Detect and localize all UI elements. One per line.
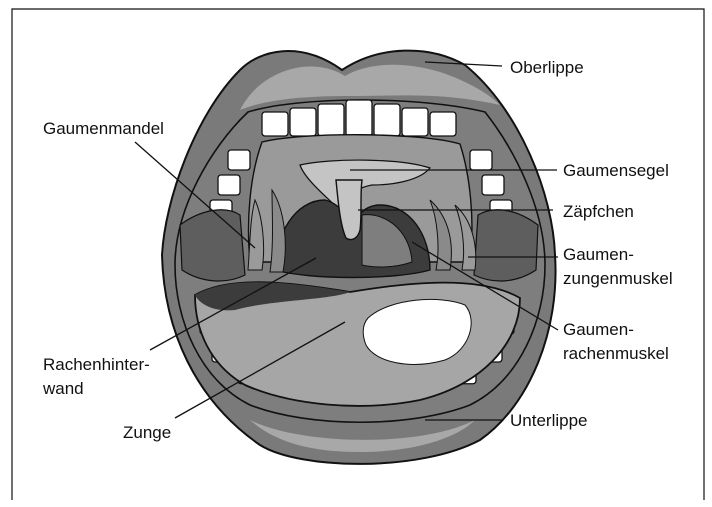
upper-tooth <box>262 112 288 136</box>
label-rachenhinterwand-2: wand <box>42 379 84 398</box>
label-gaumenmandel: Gaumenmandel <box>43 119 164 138</box>
label-gaumenrachenmuskel-1: Gaumen- <box>563 320 634 339</box>
label-rachenhinterwand-1: Rachenhinter- <box>43 355 150 374</box>
label-zaepfchen: Zäpfchen <box>563 202 634 221</box>
label-unterlippe: Unterlippe <box>510 411 588 430</box>
upper-tooth <box>482 175 504 195</box>
label-gaumensegel: Gaumensegel <box>563 161 669 180</box>
label-oberlippe: Oberlippe <box>510 58 584 77</box>
upper-tooth <box>228 150 250 170</box>
label-gaumenrachenmuskel-2: rachenmuskel <box>563 344 669 363</box>
upper-tooth <box>374 104 400 136</box>
upper-tooth <box>218 175 240 195</box>
label-zunge: Zunge <box>123 423 171 442</box>
label-gaumenzungenmuskel-1: Gaumen- <box>563 245 634 264</box>
upper-tooth <box>346 100 372 136</box>
upper-tooth <box>318 104 344 136</box>
upper-tooth <box>470 150 492 170</box>
left-cheek <box>180 210 245 281</box>
upper-tooth <box>290 108 316 136</box>
right-cheek <box>474 210 538 281</box>
label-gaumenzungenmuskel-2: zungenmuskel <box>563 269 673 288</box>
upper-tooth <box>402 108 428 136</box>
upper-tooth <box>430 112 456 136</box>
